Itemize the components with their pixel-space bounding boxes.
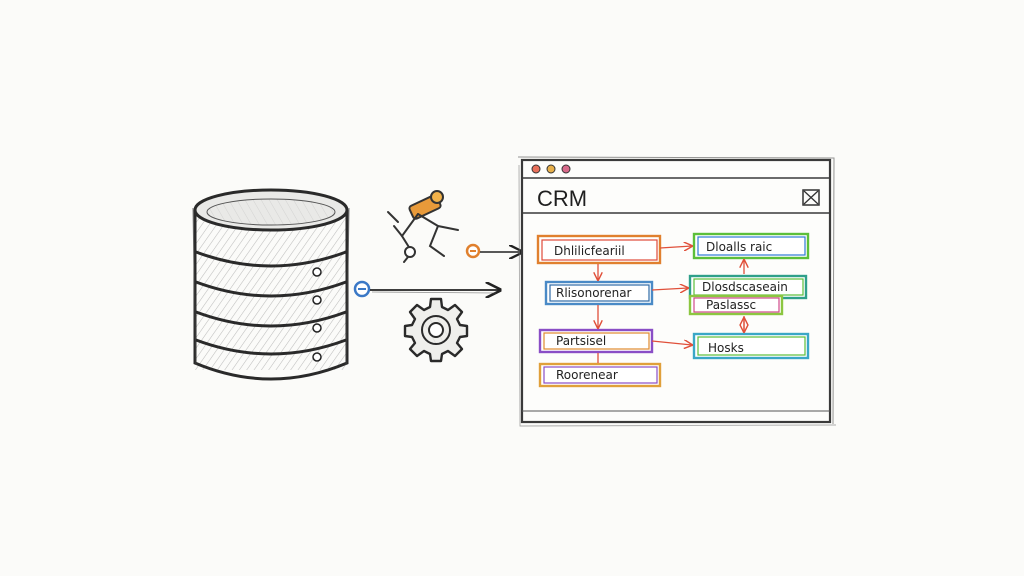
node-box[interactable]: Dhlilicfeariil bbox=[536, 234, 662, 265]
node-box[interactable]: Dlosdscaseain bbox=[688, 274, 808, 300]
node-label: Roorenear bbox=[556, 368, 618, 382]
node-box[interactable]: Rlisonorenar bbox=[544, 280, 654, 306]
node-box[interactable]: Roorenear bbox=[538, 362, 662, 388]
minimize-dot[interactable] bbox=[546, 164, 556, 174]
close-box-icon[interactable] bbox=[802, 189, 820, 206]
node-label: Paslassc bbox=[706, 298, 756, 312]
window-title: CRM bbox=[537, 186, 587, 211]
connector-icon bbox=[465, 243, 481, 259]
node-box[interactable]: Hosks bbox=[692, 332, 810, 360]
database-icon bbox=[192, 188, 350, 381]
node-label: Dhlilicfeariil bbox=[554, 244, 625, 258]
close-dot[interactable] bbox=[531, 164, 541, 174]
node-box[interactable]: Partsisel bbox=[538, 328, 654, 354]
node-label: Partsisel bbox=[556, 334, 606, 348]
node-label: Hosks bbox=[708, 341, 744, 355]
node-label: Dloalls raic bbox=[706, 240, 772, 254]
gear-icon bbox=[403, 297, 469, 363]
maximize-dot[interactable] bbox=[561, 164, 571, 174]
connector-icon bbox=[353, 280, 371, 298]
node-box[interactable]: Paslassc bbox=[688, 294, 784, 316]
node-label: Rlisonorenar bbox=[556, 286, 632, 300]
runner-icon bbox=[387, 190, 459, 263]
node-connectors bbox=[598, 246, 744, 363]
node-label: Dlosdscaseain bbox=[702, 280, 788, 294]
node-box[interactable]: Dloalls raic bbox=[692, 232, 810, 260]
